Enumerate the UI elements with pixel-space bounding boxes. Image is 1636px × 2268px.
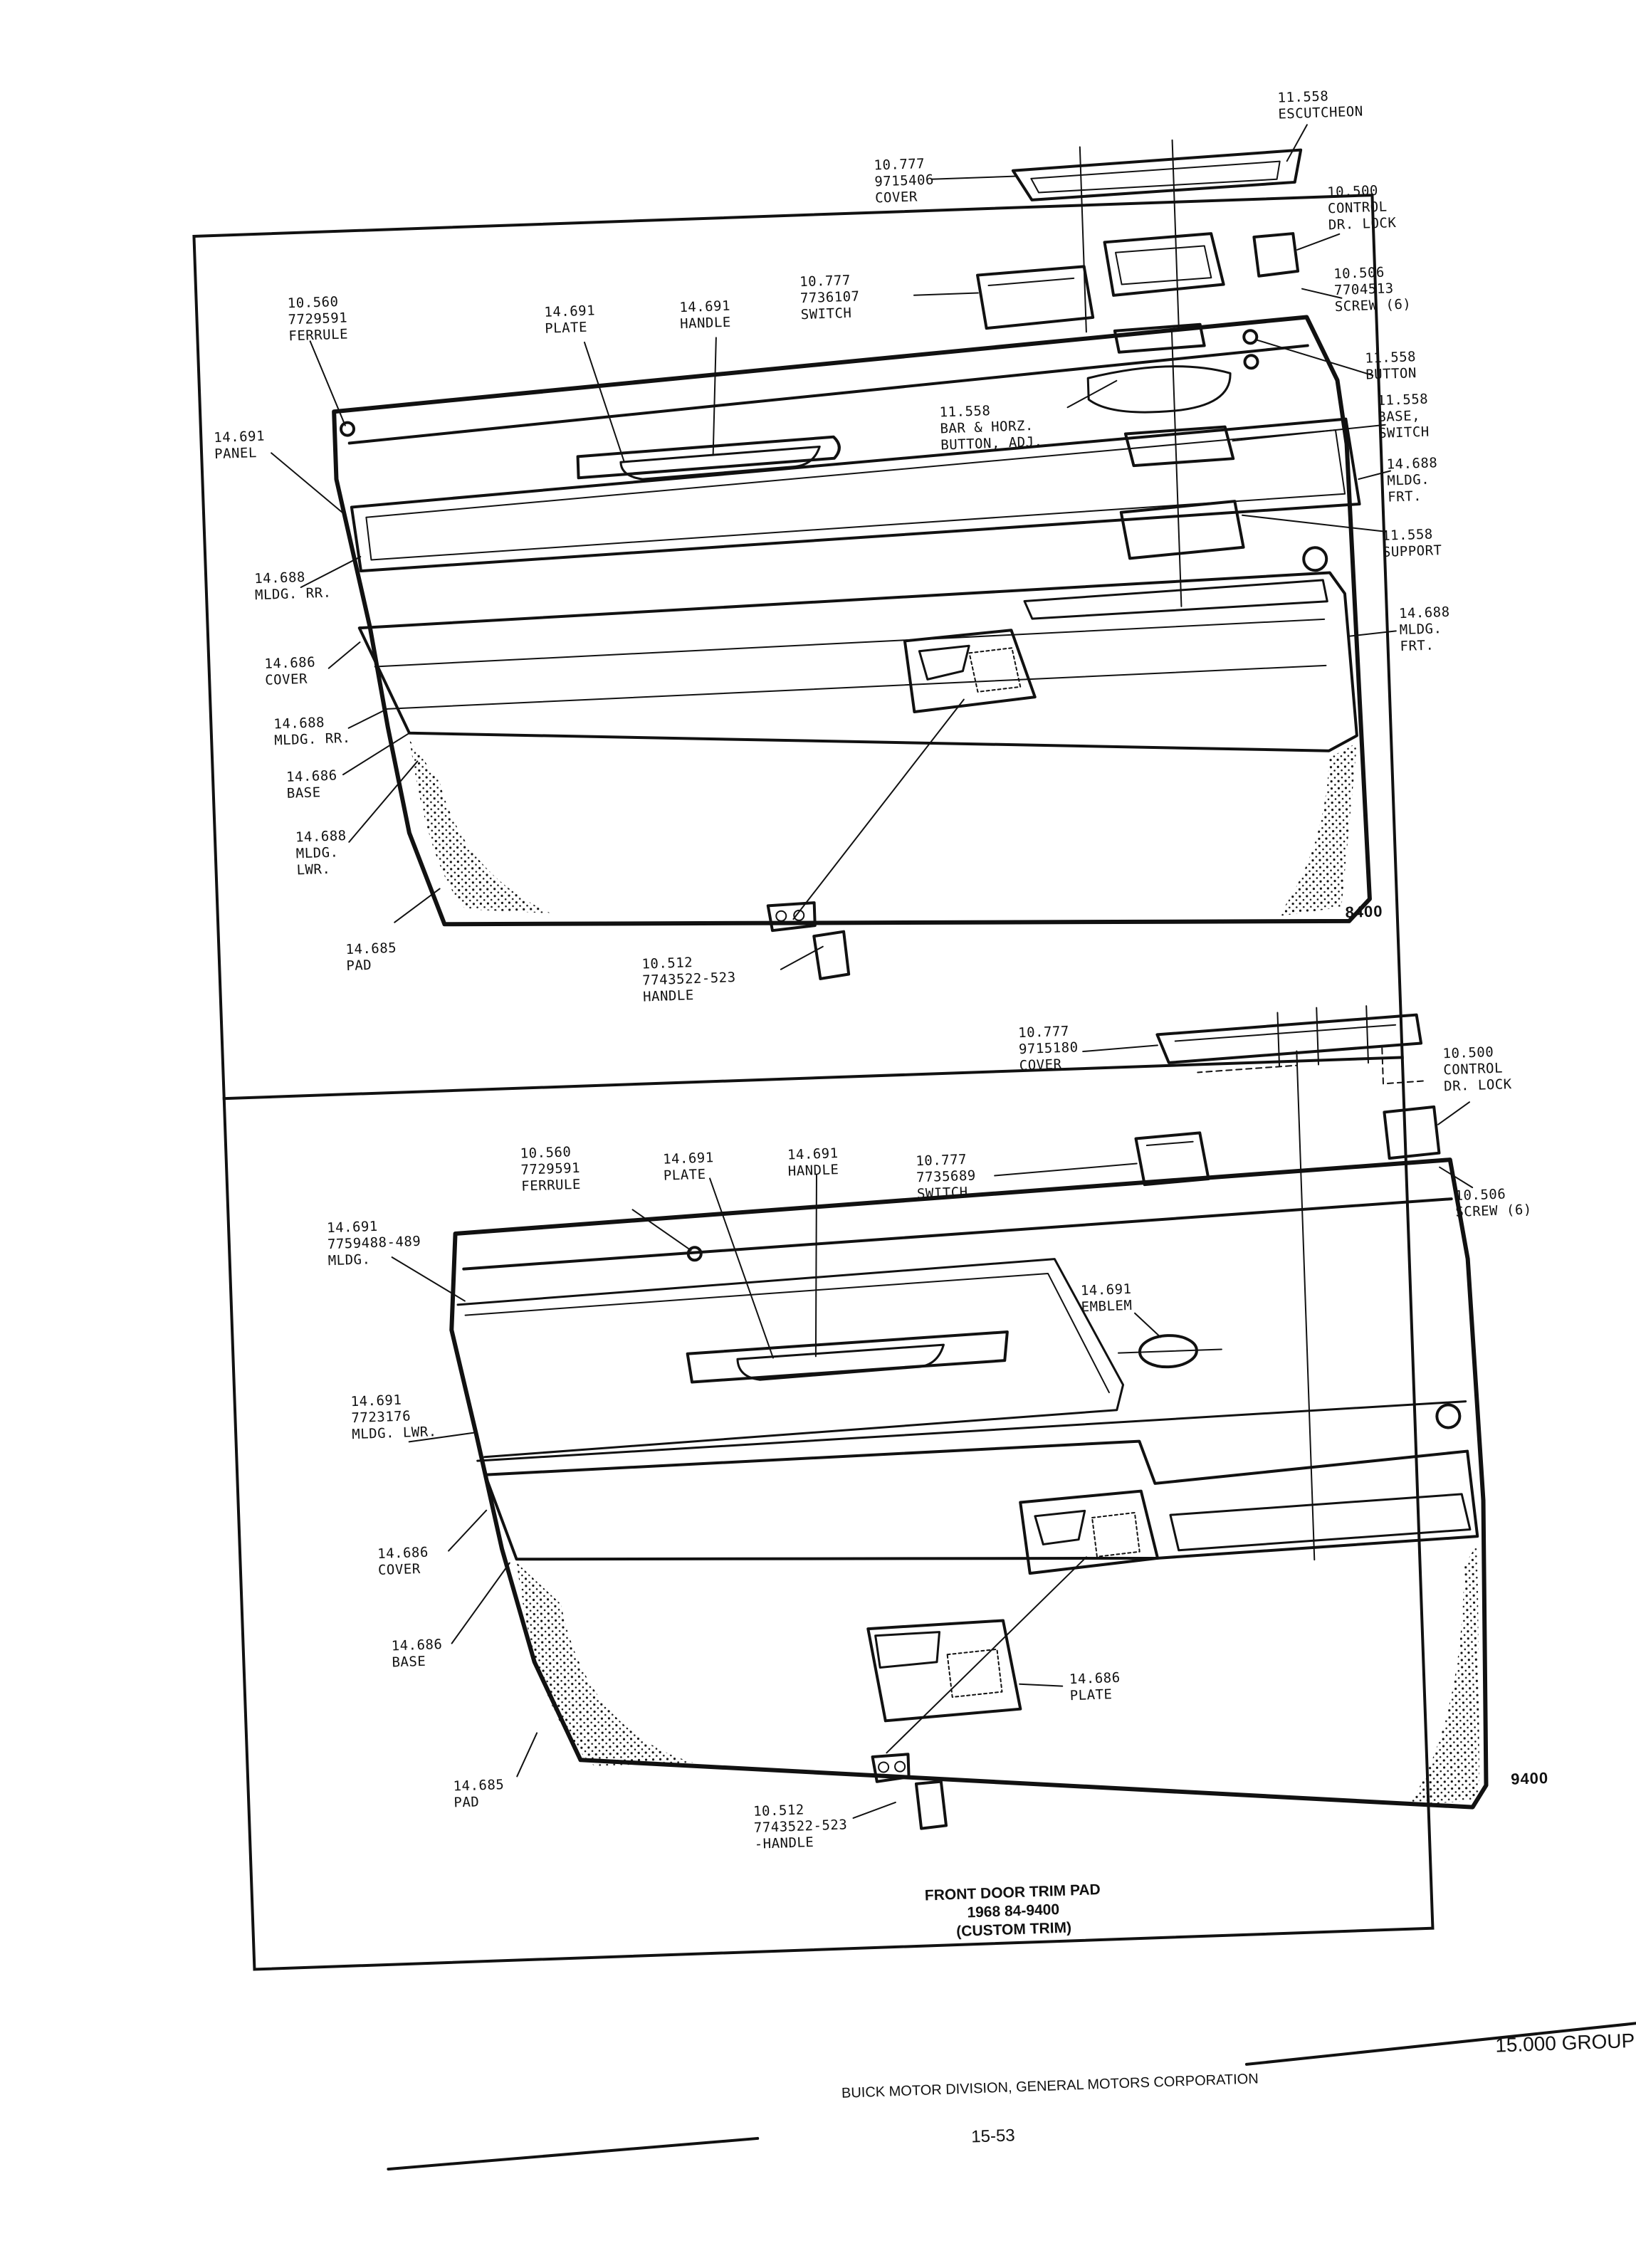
fig1-door-panel: [332, 315, 1372, 927]
fig2-leader-lines: [391, 1005, 1474, 1819]
fig2-lower-handle: [871, 1753, 948, 1830]
fig2-door-panel: [449, 1157, 1489, 1810]
fig2-switch-parts: [1134, 1013, 1441, 1187]
fig1-switch-parts: [976, 148, 1303, 560]
footer-group: 15.000 GROUP: [1494, 2029, 1635, 2057]
footer-rule-left: [387, 2136, 760, 2171]
fig1-leader-lines: [271, 124, 1397, 970]
figure1-number: 8400: [1345, 902, 1383, 922]
fig1-lower-handle: [766, 901, 851, 980]
footer-page-number: 15-53: [970, 2126, 1016, 2147]
footer-rule-right: [1244, 2020, 1636, 2066]
figure2-number: 9400: [1510, 1768, 1549, 1788]
